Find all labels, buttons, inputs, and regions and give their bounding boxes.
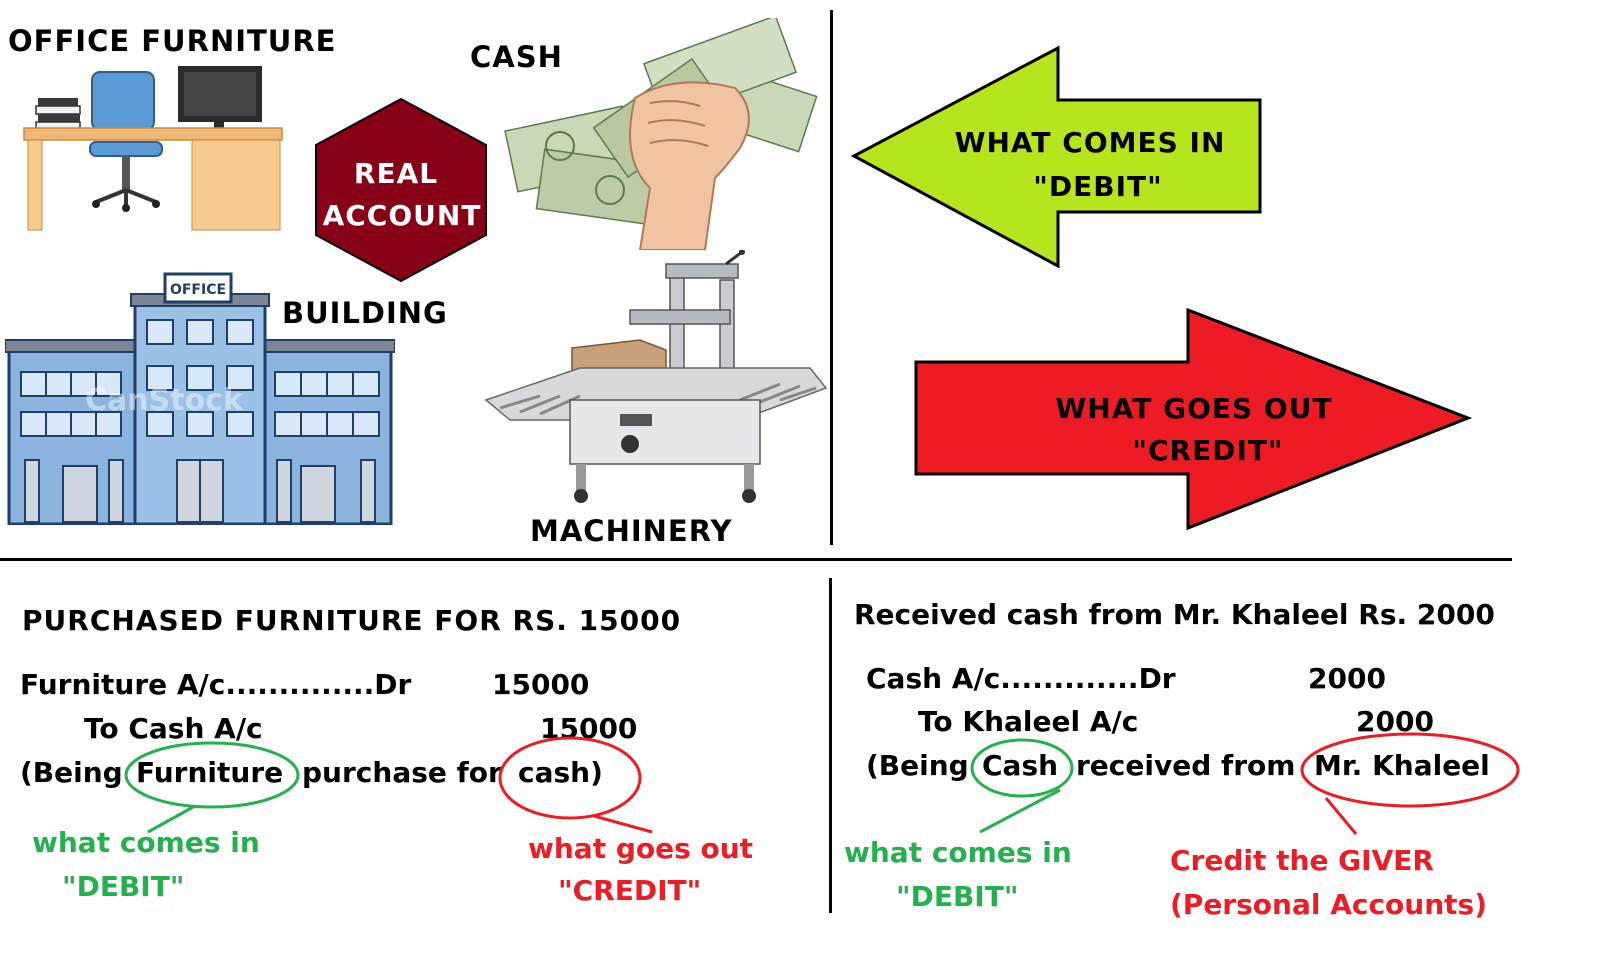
example-1-debit-highlight-oval [124, 741, 300, 809]
example-1-credit-pointer-line [593, 814, 653, 834]
example-1-credit-note-line1: what goes out [528, 832, 754, 865]
example-1-debit-note-line1: what comes in [32, 826, 260, 859]
example-2-narration-prefix: (Being [866, 749, 969, 782]
credit-arrow: WHAT GOES OUT "CREDIT" [914, 307, 1473, 531]
example-2-credit-note-line2: (Personal Accounts) [1170, 888, 1488, 921]
credit-arrow-line2: "CREDIT" [1132, 434, 1283, 467]
example-2-narration-credit: Mr. Khaleel [1314, 749, 1490, 782]
debit-arrow: WHAT COMES IN "DEBIT" [850, 45, 1262, 269]
real-account-hexagon: REAL ACCOUNT [315, 97, 487, 283]
machinery-label: MACHINERY [530, 514, 733, 548]
example-1-narration-prefix: (Being [20, 756, 123, 789]
top-vertical-divider [830, 10, 833, 545]
cash-in-hand-illustration [504, 18, 818, 250]
credit-arrow-line1: WHAT GOES OUT [1055, 392, 1332, 425]
real-account-line1: REAL [354, 157, 438, 190]
example-1-debit-amount: 15000 [492, 668, 590, 701]
office-building-illustration: OFFICE CanStock [5, 272, 395, 525]
example-2-debit-pointer-line [979, 788, 1061, 834]
example-1-debit-pointer-line [147, 804, 196, 834]
cash-label: CASH [470, 40, 563, 74]
example-1-credit-note-line2: "CREDIT" [558, 874, 702, 907]
debit-arrow-line2: "DEBIT" [1033, 170, 1162, 203]
example-2-credit-pointer-line [1324, 797, 1358, 835]
example-1-narration-middle: purchase for [302, 756, 502, 789]
example-2-debit-entry: Cash A/c.............Dr [866, 662, 1176, 695]
example-2-heading: Received cash from Mr. Khaleel Rs. 2000 [854, 598, 1495, 631]
example-2-credit-note-line1: Credit the GIVER [1170, 844, 1434, 877]
example-1-credit-highlight-oval [498, 736, 642, 820]
office-furniture-label: OFFICE FURNITURE [8, 24, 337, 58]
example-2-credit-entry: To Khaleel A/c [918, 705, 1139, 738]
example-2-narration-debit: Cash [982, 749, 1059, 782]
example-1-narration-debit: Furniture [136, 756, 284, 789]
machinery-illustration [484, 250, 828, 503]
watermark-text: CanStock [85, 383, 244, 418]
example-1-debit-note-line2: "DEBIT" [62, 870, 185, 903]
example-1-narration-credit: cash) [518, 756, 603, 789]
example-2-debit-note-line2: "DEBIT" [896, 880, 1019, 913]
example-2-credit-amount: 2000 [1356, 705, 1434, 738]
office-furniture-illustration [23, 66, 283, 231]
example-2-debit-amount: 2000 [1308, 662, 1386, 695]
example-1-heading: PURCHASED FURNITURE FOR RS. 15000 [22, 604, 682, 637]
horizontal-divider [0, 558, 1512, 561]
example-1-credit-entry: To Cash A/c [84, 712, 263, 745]
real-account-line2: ACCOUNT [323, 199, 482, 232]
example-2-narration-middle: received from [1076, 749, 1296, 782]
debit-arrow-line1: WHAT COMES IN [955, 126, 1226, 159]
example-2-debit-highlight-oval [970, 738, 1074, 798]
example-2-debit-note-line1: what comes in [844, 836, 1072, 869]
office-sign-text: OFFICE [170, 282, 226, 298]
building-label: BUILDING [282, 296, 448, 330]
example-2-credit-highlight-oval [1300, 732, 1520, 808]
example-1-debit-entry: Furniture A/c..............Dr [20, 668, 412, 701]
bottom-vertical-divider [829, 578, 832, 913]
